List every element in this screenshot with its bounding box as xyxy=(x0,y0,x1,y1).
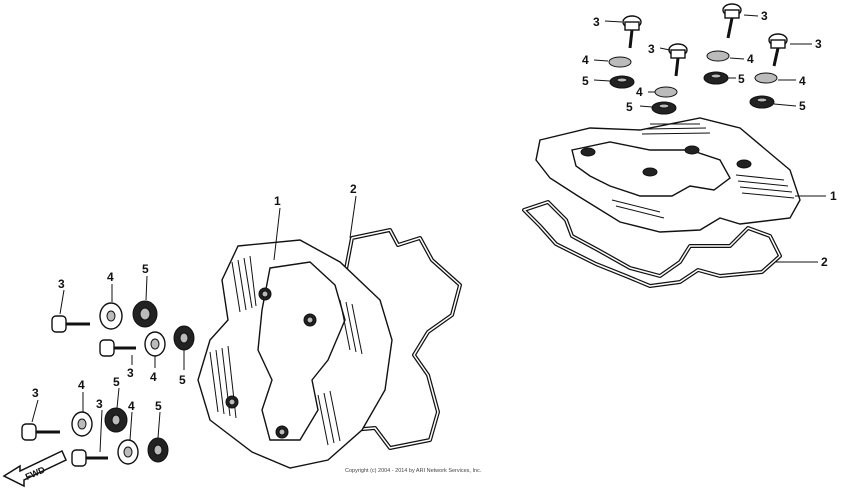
bolt-right-4 xyxy=(768,33,788,67)
callout-grommet: 5 xyxy=(582,74,589,88)
callout-grommet: 5 xyxy=(113,375,120,389)
grommet-right-2 xyxy=(703,71,729,85)
cylinder-head-cover-left xyxy=(197,239,393,469)
callout-bolt: 3 xyxy=(593,15,600,29)
callout-grommet: 5 xyxy=(799,99,806,113)
washer-left-3 xyxy=(71,411,93,437)
bolt-hole xyxy=(580,147,596,157)
callout-washer: 4 xyxy=(150,370,157,384)
callout-gasket-left: 2 xyxy=(350,182,357,196)
callout-bolt: 3 xyxy=(96,397,103,411)
bolt-hole xyxy=(684,145,700,155)
callout-bolt: 3 xyxy=(761,9,768,23)
callout-washer: 4 xyxy=(582,53,589,67)
callout-washer: 4 xyxy=(107,270,114,284)
callout-washer: 4 xyxy=(128,399,135,413)
callout-bolt: 3 xyxy=(815,37,822,51)
washer-left-4 xyxy=(117,439,139,465)
bolt-right-2 xyxy=(722,3,742,39)
washer-right-3 xyxy=(654,86,678,98)
bolt-right-1 xyxy=(622,15,642,49)
washer-left-2 xyxy=(144,331,166,357)
callout-washer: 4 xyxy=(78,378,85,392)
bolt-hole xyxy=(736,159,752,169)
washer-right-1 xyxy=(608,56,632,68)
bolt-left-3 xyxy=(21,423,60,441)
callout-grommet: 5 xyxy=(626,100,633,114)
callout-washer: 4 xyxy=(636,85,643,99)
callout-bolt: 3 xyxy=(648,42,655,56)
cooling-fins-left xyxy=(209,255,363,446)
callout-bolt: 3 xyxy=(58,277,65,291)
callout-grommet: 5 xyxy=(155,399,162,413)
grommet-left-4 xyxy=(147,437,169,463)
bolt-hole xyxy=(642,167,658,177)
callout-bolt: 3 xyxy=(32,386,39,400)
callout-cover-left: 1 xyxy=(274,194,281,208)
grommet-left-2 xyxy=(173,325,195,351)
cooling-fins-right xyxy=(611,123,795,219)
grommet-left-1 xyxy=(132,300,158,328)
bolt-left-4 xyxy=(71,449,108,467)
bolt-left-2 xyxy=(99,339,136,357)
callout-washer: 4 xyxy=(747,52,754,66)
washer-right-4 xyxy=(754,72,778,84)
callout-bolt: 3 xyxy=(127,366,134,380)
fwd-arrow-icon xyxy=(2,449,67,488)
callout-gasket-right: 2 xyxy=(821,255,828,269)
callout-grommet: 5 xyxy=(179,373,186,387)
cylinder-head-cover-right xyxy=(535,117,801,233)
callout-cover-right: 1 xyxy=(830,189,837,203)
grommet-right-1 xyxy=(609,75,635,89)
copyright-notice: Copyright (c) 2004 - 2014 by ARI Network… xyxy=(345,468,482,474)
washer-right-2 xyxy=(706,50,730,62)
washer-left-1 xyxy=(99,302,123,330)
bolt-left-1 xyxy=(51,315,90,333)
callout-grommet: 5 xyxy=(142,262,149,276)
cover-gasket-right xyxy=(522,200,782,288)
grommet-right-4 xyxy=(749,95,775,109)
bolt-right-3 xyxy=(668,43,688,77)
callout-washer: 4 xyxy=(799,74,806,88)
callout-grommet: 5 xyxy=(738,72,745,86)
grommet-left-3 xyxy=(104,407,128,433)
grommet-right-3 xyxy=(651,101,677,115)
